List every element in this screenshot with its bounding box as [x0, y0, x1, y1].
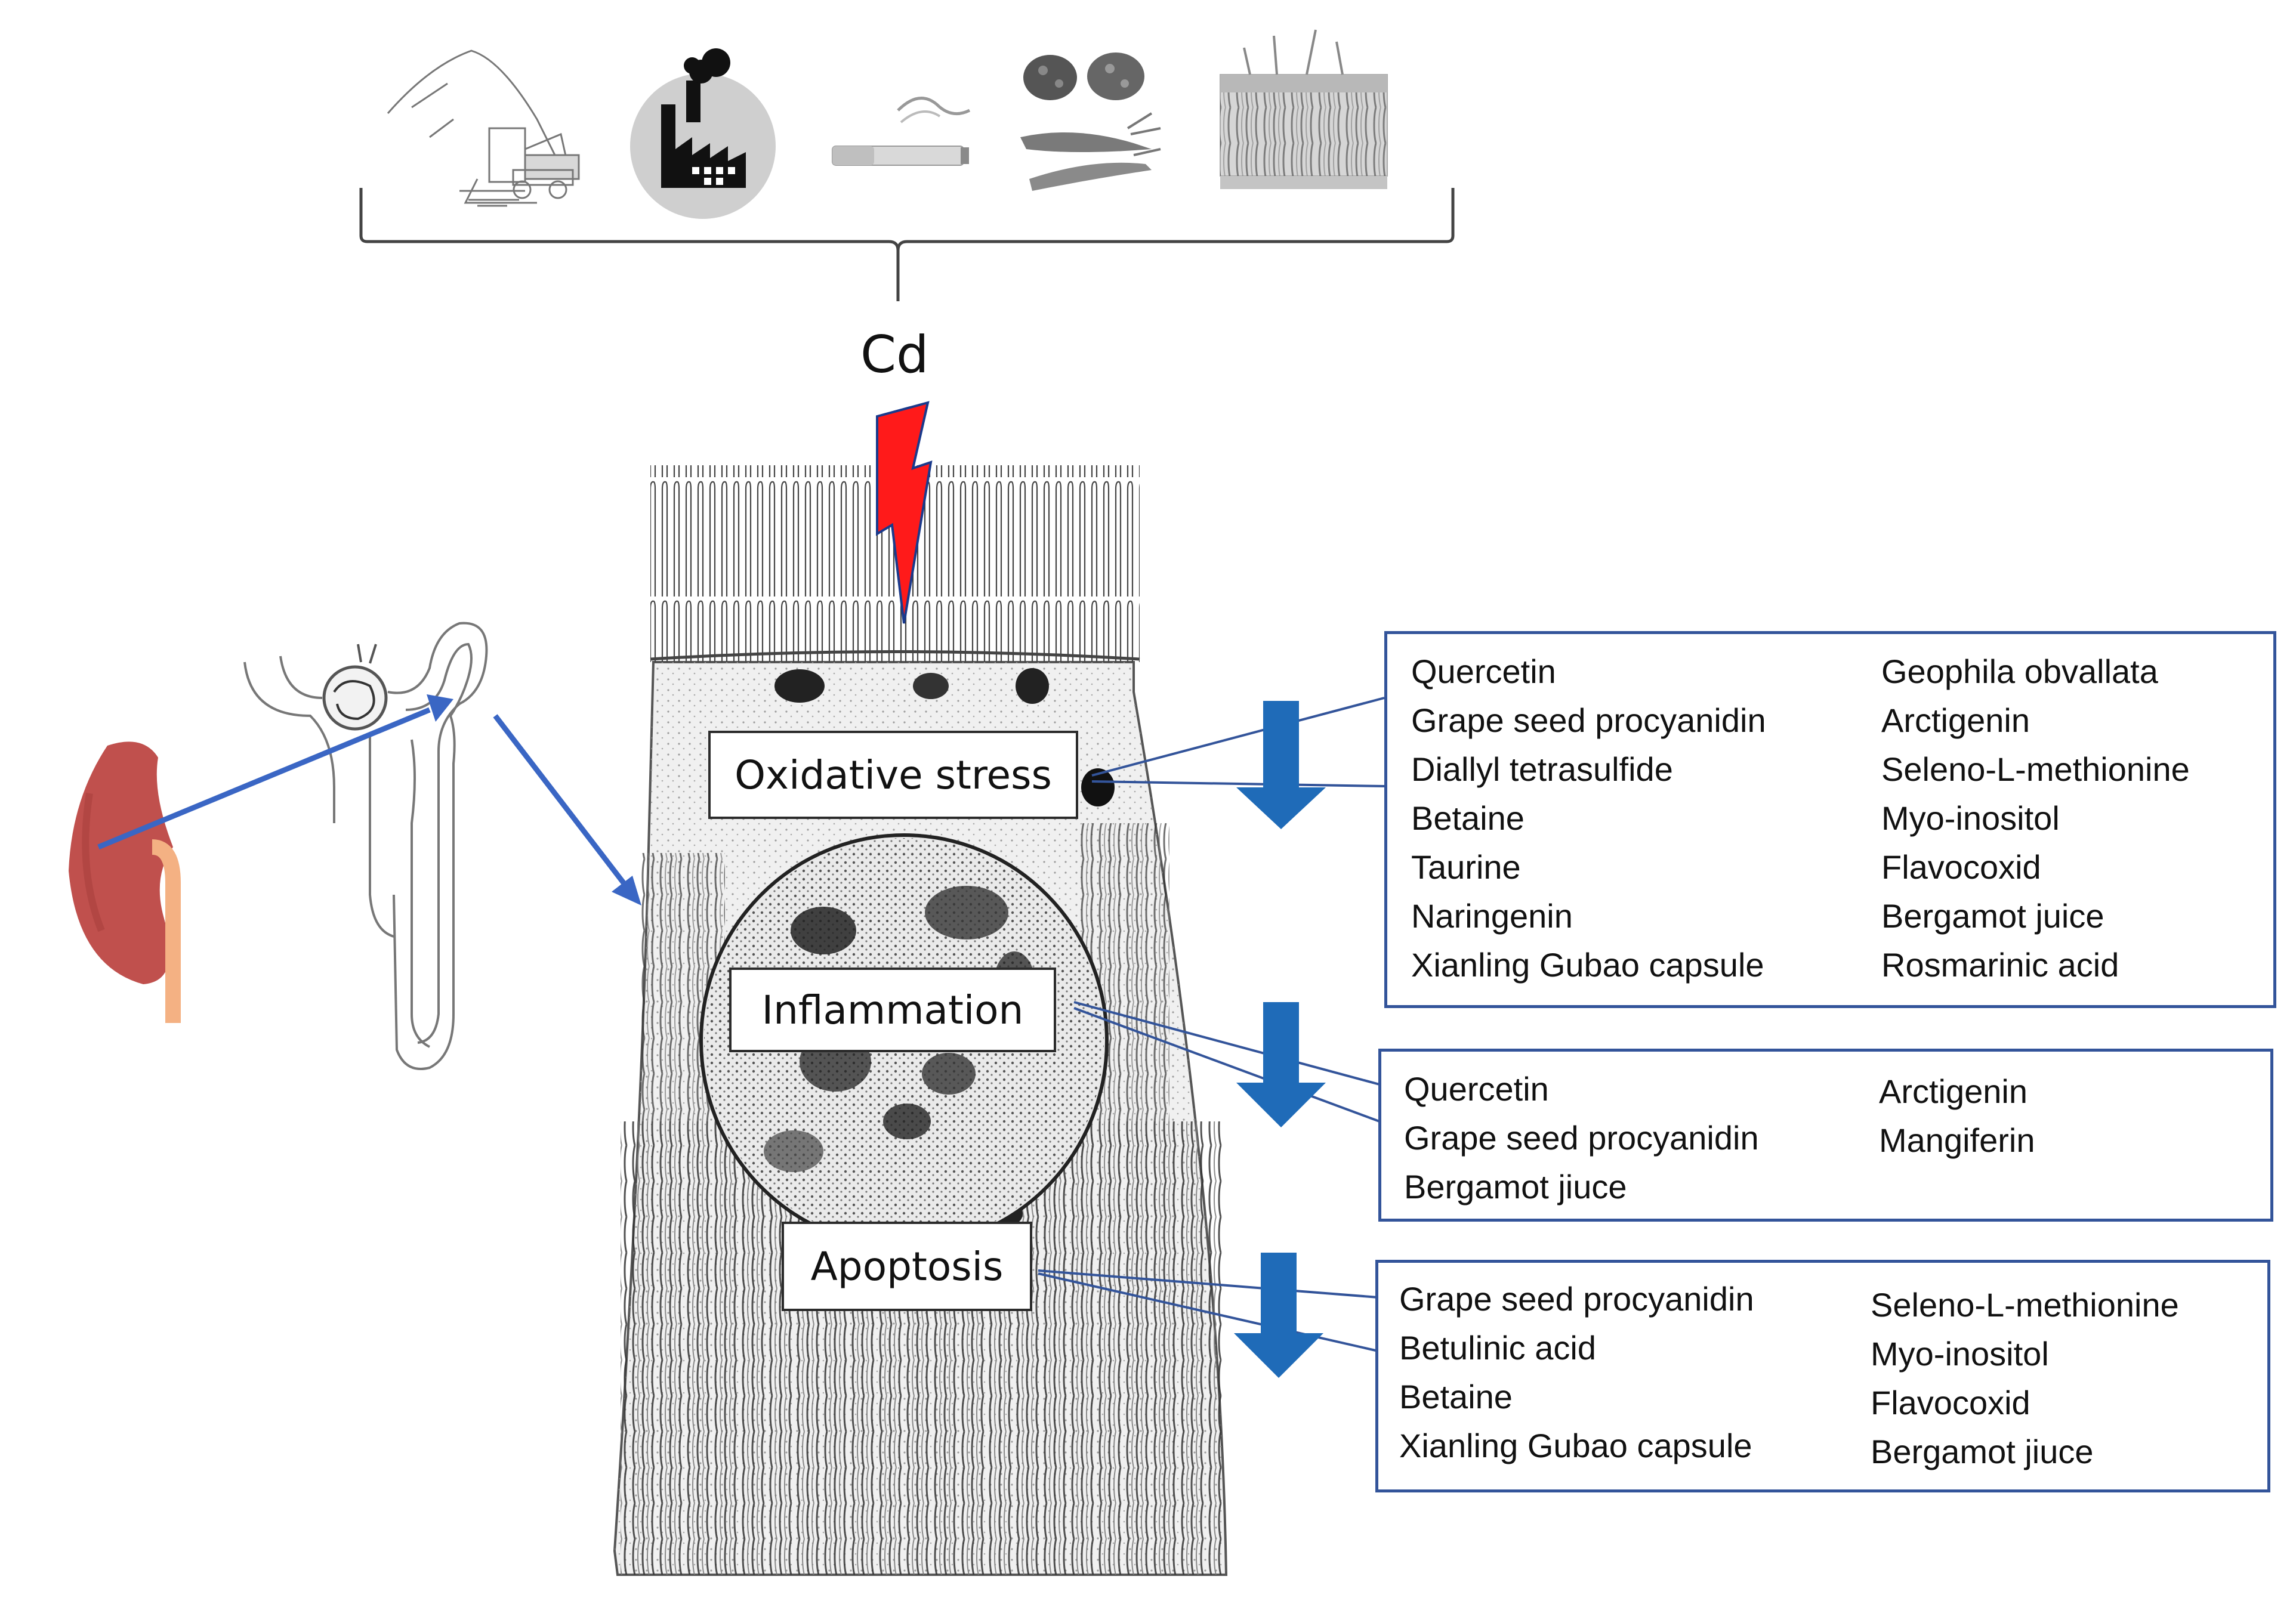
- agent-name: Seleno-L-methionine: [1881, 750, 2190, 788]
- inflammation-agents-col1: Quercetin Grape seed procyanidin Bergamo…: [1404, 1065, 1759, 1211]
- agent-name: Bergamot jiuce: [1871, 1433, 2094, 1470]
- agent-name: Naringenin: [1411, 897, 1573, 935]
- inflammation-label: Inflammation: [729, 968, 1056, 1052]
- agent-name: Grape seed procyanidin: [1404, 1119, 1759, 1157]
- agent-name: Arctigenin: [1879, 1073, 2028, 1110]
- decrease-arrows: [1234, 701, 1326, 1378]
- inflammation-agents-box: Quercetin Grape seed procyanidin Bergamo…: [1378, 1049, 2273, 1222]
- factory-icon: [630, 48, 776, 219]
- agent-name: Xianling Gubao capsule: [1399, 1427, 1752, 1464]
- cigarette-icon: [832, 97, 971, 166]
- agent-name: Mangiferin: [1879, 1121, 2035, 1159]
- cadmium-label: Cd: [860, 325, 929, 385]
- agent-name: Quercetin: [1404, 1070, 1549, 1108]
- agent-name: Diallyl tetrasulfide: [1411, 750, 1673, 788]
- agent-name: Bergamot juice: [1881, 897, 2104, 935]
- agent-name: Betaine: [1399, 1378, 1513, 1415]
- agent-name: Betaine: [1411, 799, 1525, 837]
- agent-name: Myo-inositol: [1881, 799, 2060, 837]
- oxidative-stress-agents-col2: Geophila obvallata Arctigenin Seleno-L-m…: [1881, 647, 2190, 990]
- flow-arrows: [97, 694, 641, 905]
- agent-name: Bergamot jiuce: [1404, 1168, 1627, 1206]
- agent-name: Rosmarinic acid: [1881, 946, 2119, 984]
- agent-name: Myo-inositol: [1871, 1335, 2049, 1373]
- agent-name: Quercetin: [1411, 653, 1556, 690]
- down-arrow-icon: [1236, 1002, 1326, 1127]
- apoptosis-agents-box: Grape seed procyanidin Betulinic acid Be…: [1375, 1260, 2270, 1492]
- apoptosis-agents-col1: Grape seed procyanidin Betulinic acid Be…: [1399, 1275, 1754, 1470]
- skin-icon: [1220, 29, 1388, 189]
- agent-name: Grape seed procyanidin: [1399, 1280, 1754, 1318]
- down-arrow-icon: [1234, 1253, 1323, 1378]
- agent-name: Flavocoxid: [1871, 1384, 2030, 1421]
- cd-lightning-icon: [876, 401, 933, 624]
- down-arrow-icon: [1236, 701, 1326, 829]
- agent-name: Xianling Gubao capsule: [1411, 946, 1764, 984]
- oxidative-stress-agents-box: Quercetin Grape seed procyanidin Diallyl…: [1384, 631, 2276, 1008]
- agent-name: Taurine: [1411, 848, 1521, 886]
- apoptosis-label: Apoptosis: [782, 1222, 1032, 1311]
- agent-name: Betulinic acid: [1399, 1329, 1596, 1367]
- agent-name: Geophila obvallata: [1881, 653, 2158, 690]
- inflammation-agents-col2: Arctigenin Mangiferin: [1879, 1067, 2035, 1165]
- agent-name: Arctigenin: [1881, 701, 2030, 739]
- food-icon: [1020, 52, 1161, 191]
- nephron-icon: [243, 622, 488, 1070]
- mining-icon: [387, 50, 580, 207]
- oxidative-stress-label: Oxidative stress: [708, 731, 1078, 819]
- agent-name: Flavocoxid: [1881, 848, 2041, 886]
- sources-bracket: [359, 188, 1455, 301]
- connector-lines: [1038, 697, 1385, 1352]
- agent-name: Seleno-L-methionine: [1871, 1286, 2179, 1324]
- agent-name: Grape seed procyanidin: [1411, 701, 1766, 739]
- kidney-icon: [69, 741, 181, 1023]
- apoptosis-agents-col2: Seleno-L-methionine Myo-inositol Flavoco…: [1871, 1281, 2179, 1476]
- oxidative-stress-agents-col1: Quercetin Grape seed procyanidin Diallyl…: [1411, 647, 1766, 990]
